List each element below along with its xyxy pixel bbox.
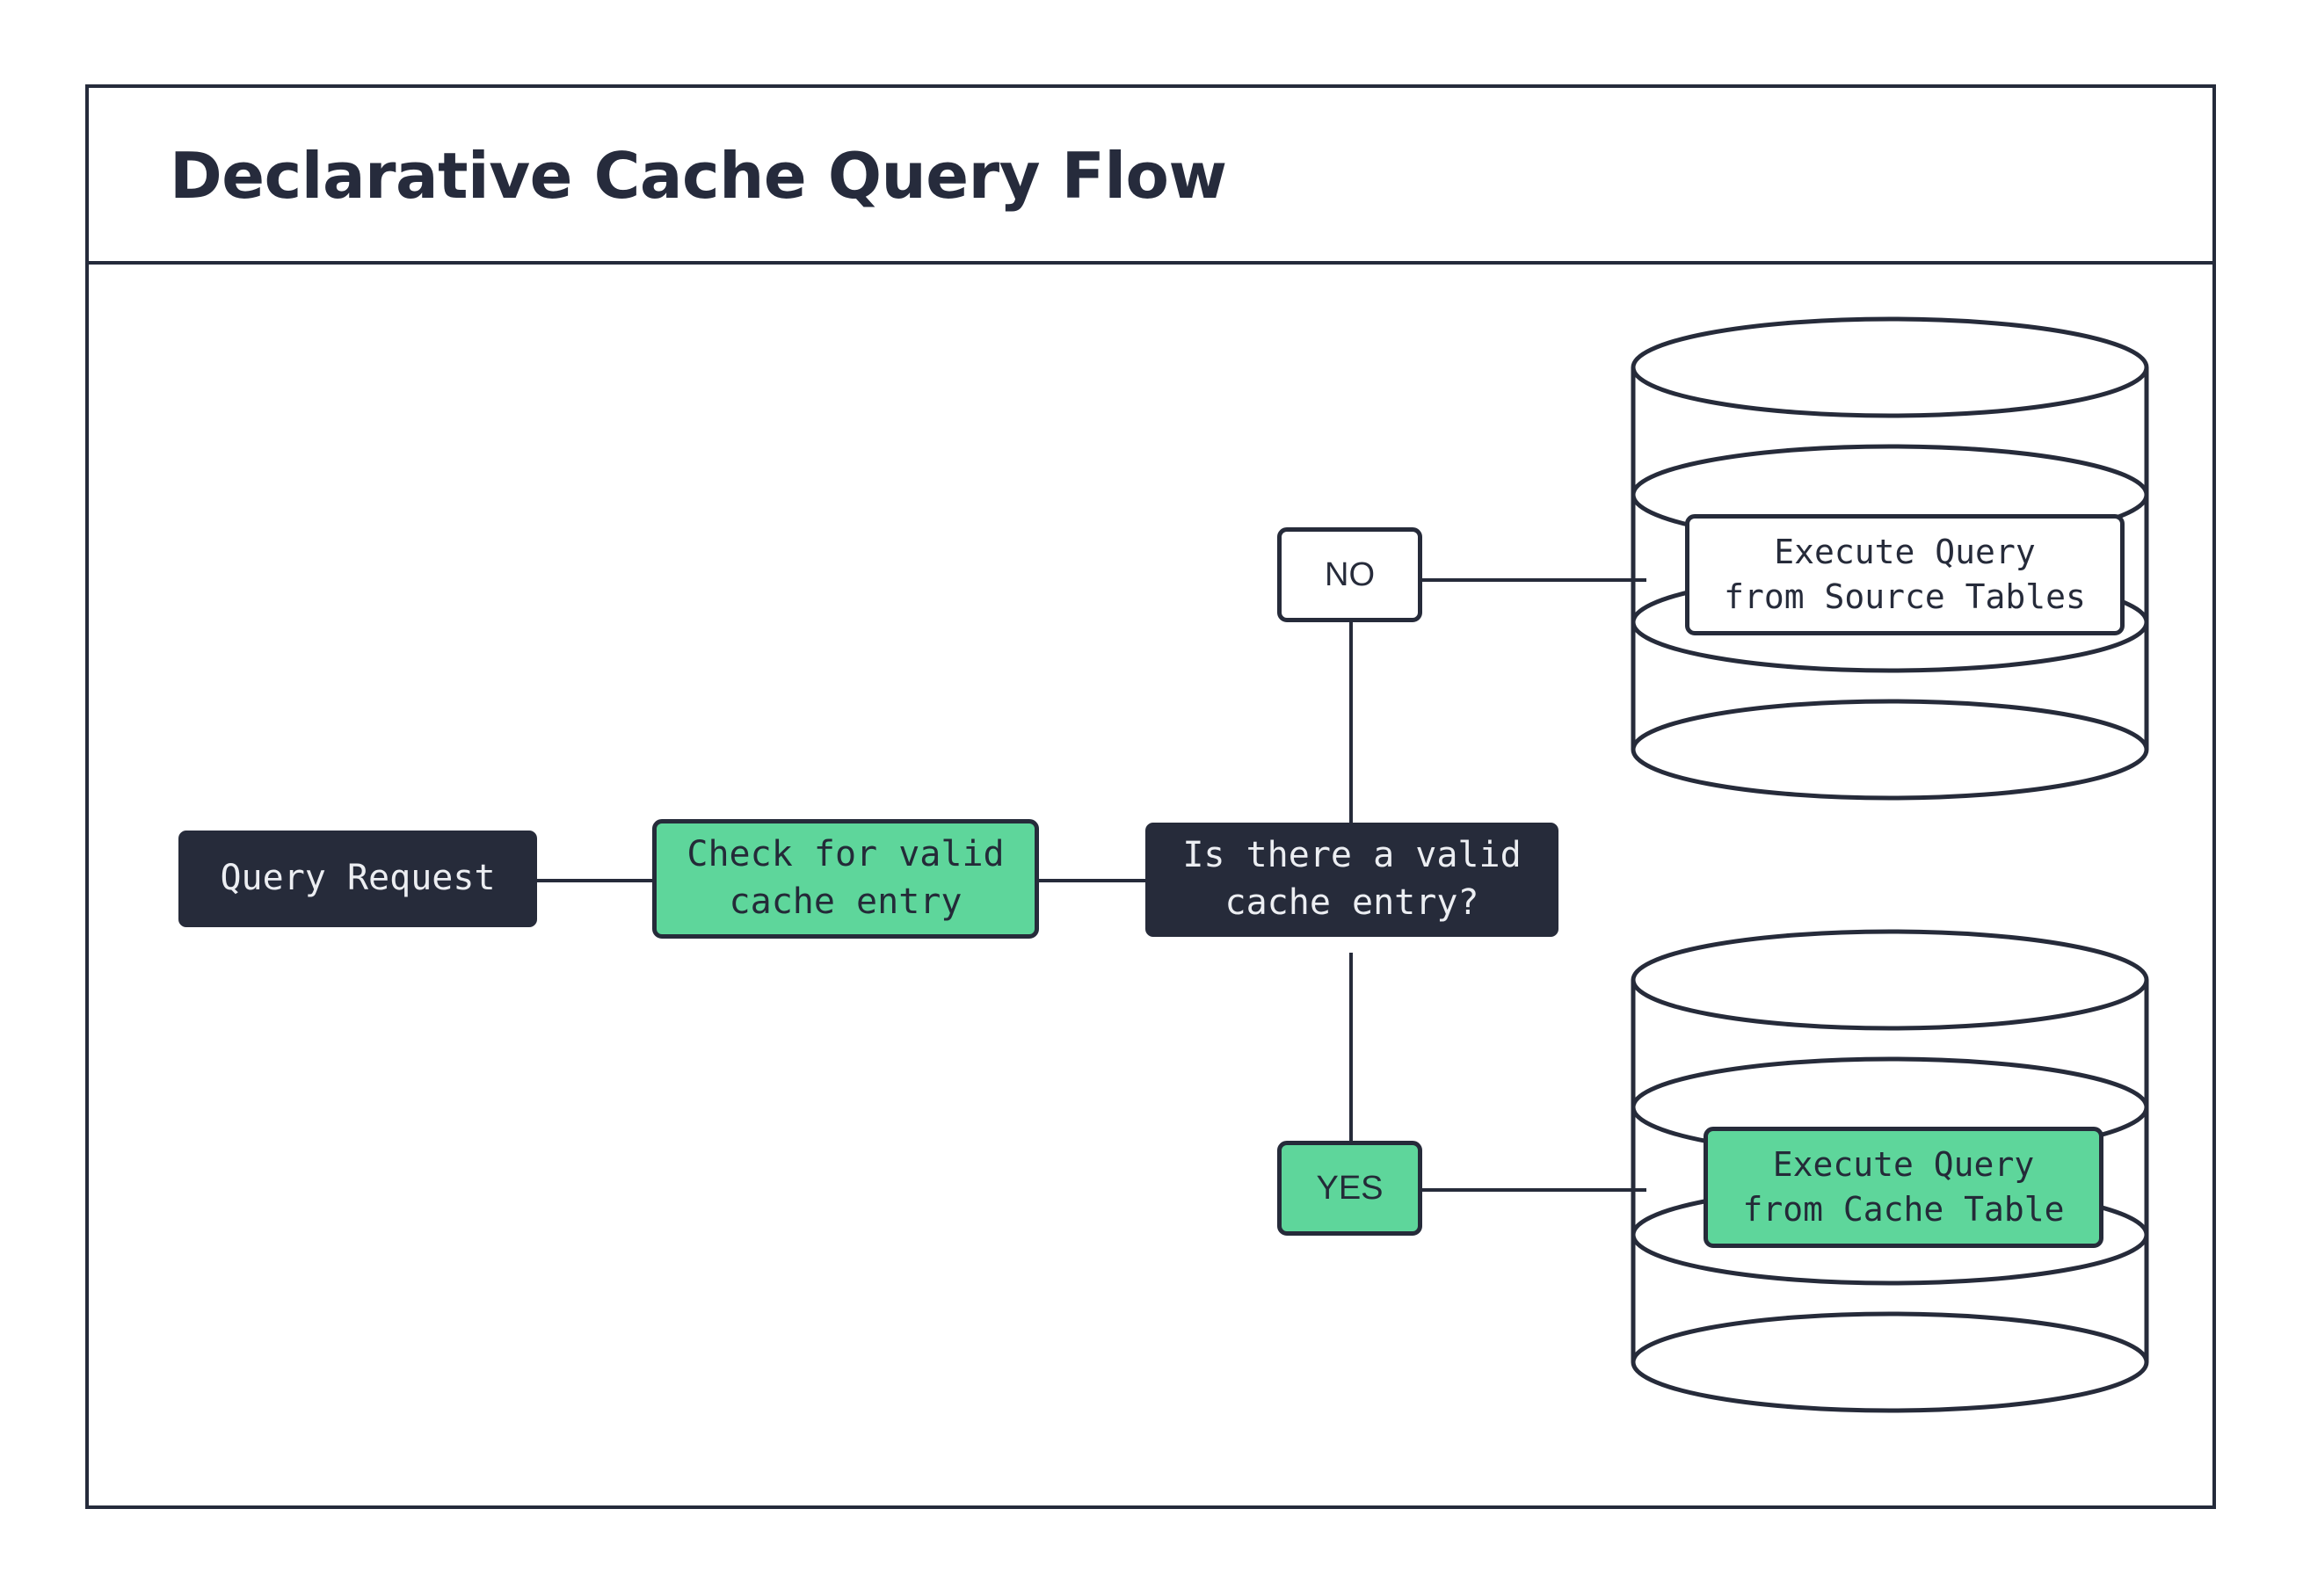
node-execute-query-source-tables[interactable]: Execute Query from Source Tables bbox=[1685, 514, 2125, 635]
edge-decision-to-no bbox=[1349, 615, 1353, 837]
node-query-request[interactable]: Query Request bbox=[178, 831, 537, 927]
edge-query-request-to-check-cache bbox=[535, 879, 653, 882]
edge-decision-to-yes bbox=[1349, 953, 1353, 1146]
node-execute-query-cache-table[interactable]: Execute Query from Cache Table bbox=[1704, 1127, 2103, 1248]
branch-label-no[interactable]: NO bbox=[1277, 527, 1422, 622]
page-title: Declarative Cache Query Flow bbox=[170, 139, 1227, 213]
edge-check-cache-to-decision bbox=[1035, 879, 1148, 882]
edge-no-to-source-database bbox=[1418, 578, 1646, 582]
node-decision-valid-cache-entry[interactable]: Is there a valid cache entry? bbox=[1145, 823, 1558, 937]
cache-database-cylinder bbox=[1631, 929, 2149, 1413]
node-check-cache-entry[interactable]: Check for valid cache entry bbox=[652, 819, 1039, 939]
diagram-title-bar: Declarative Cache Query Flow bbox=[89, 88, 2212, 265]
edge-yes-to-cache-database bbox=[1418, 1188, 1646, 1192]
branch-label-yes[interactable]: YES bbox=[1277, 1141, 1422, 1236]
